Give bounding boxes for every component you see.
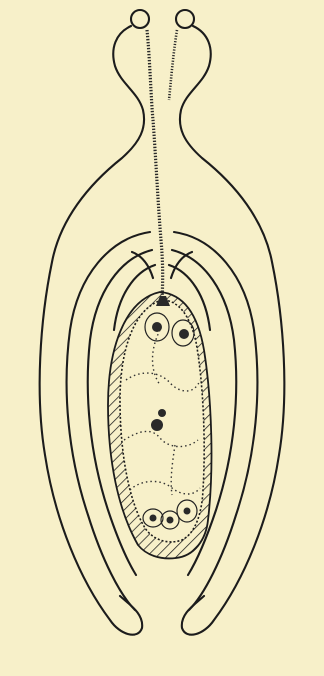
antipodal-nucleus-2 (167, 517, 174, 524)
stigma-lobe-left (131, 10, 149, 28)
synergid-nucleus-left (152, 322, 162, 332)
pollen-tube (147, 30, 163, 300)
antipodal-nucleus-3 (184, 508, 191, 515)
polar-nucleus-1 (151, 419, 163, 431)
polar-nucleus-2 (158, 409, 166, 417)
synergid-nucleus-right (179, 329, 189, 339)
antipodal-nucleus-1 (150, 515, 157, 522)
stigma-lobe-right (176, 10, 194, 28)
pollen-tube-branch (169, 30, 177, 100)
